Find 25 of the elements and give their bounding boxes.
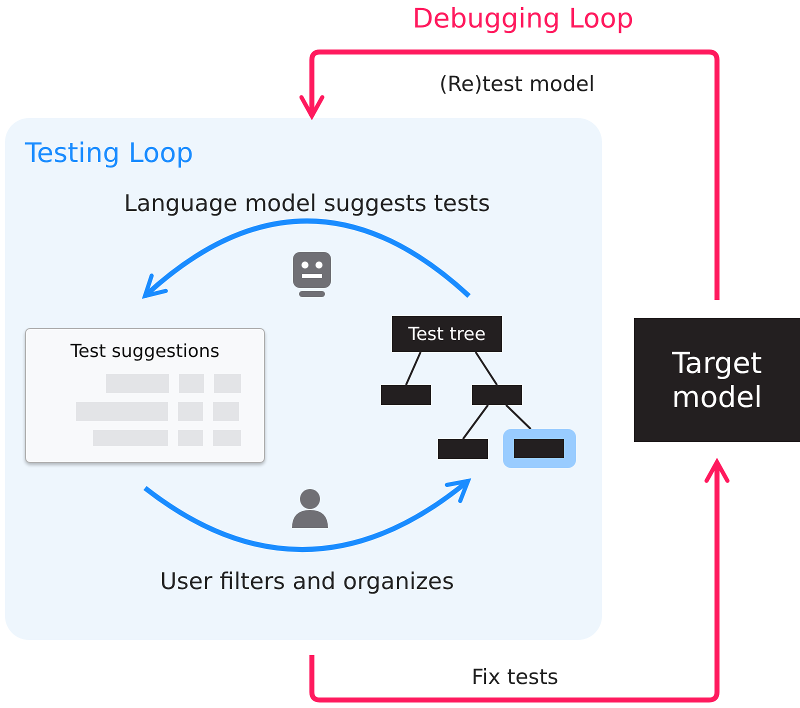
- card-title: Test suggestions: [69, 341, 221, 362]
- arrow: [144, 478, 470, 552]
- model-box: Target model: [634, 318, 800, 442]
- connector-line: [474, 351, 498, 386]
- highlighted-tree-node: [503, 429, 576, 468]
- suggestions-card: [25, 328, 265, 463]
- person-icon: [290, 488, 330, 530]
- tree-root-box: Test tree: [392, 316, 502, 352]
- group-panel: [5, 118, 602, 640]
- edge-label: Fix tests: [472, 665, 558, 689]
- tree-node: [472, 385, 522, 405]
- loop-title: Debugging Loop: [412, 4, 634, 34]
- edge-label: User filters and organizes: [160, 569, 454, 595]
- tree-node: [381, 385, 431, 405]
- arrow: [299, 50, 720, 300]
- robot-icon: [291, 252, 333, 298]
- arrow: [142, 218, 471, 298]
- connector-line: [462, 404, 489, 440]
- arrow: [309, 460, 730, 702]
- edge-label: Language model suggests tests: [124, 191, 490, 217]
- tree-node: [438, 439, 488, 459]
- edge-label: (Re)test model: [439, 72, 595, 96]
- connector-line: [505, 404, 532, 430]
- group-title: Testing Loop: [25, 138, 194, 169]
- connector-line: [405, 352, 422, 386]
